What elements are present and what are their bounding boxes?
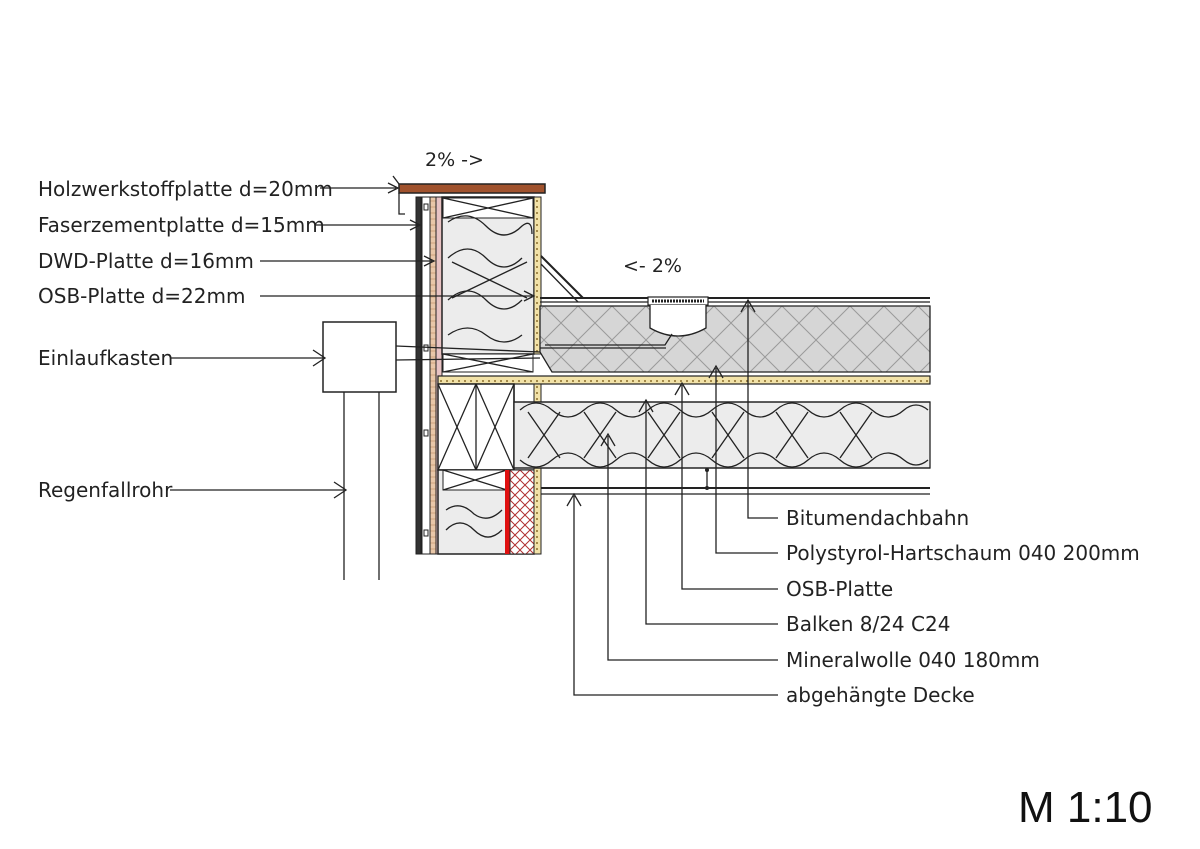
right-leaders <box>566 298 778 696</box>
label-balken: Balken 8/24 C24 <box>786 612 950 636</box>
parapet-cap <box>392 175 546 215</box>
overflow-pipe <box>395 345 541 361</box>
label-polystyrol-hartschaum: Polystyrol-Hartschaum 040 200mm <box>786 541 1140 565</box>
mineralwolle-layer <box>513 401 931 469</box>
left-leaders <box>170 182 536 499</box>
downpipe <box>343 392 380 580</box>
slope-label-roof: <- 2% <box>623 255 682 277</box>
osb-deck <box>437 375 931 385</box>
roof-drain <box>540 296 709 349</box>
label-regenfallrohr: Regenfallrohr <box>38 478 173 502</box>
abgehaengte-decke <box>541 468 930 495</box>
lower-wall <box>437 383 542 555</box>
polystyrol-layer <box>539 255 931 373</box>
label-holzwerkstoffplatte: Holzwerkstoffplatte d=20mm <box>38 177 333 201</box>
label-abgehaengte-decke: abgehängte Decke <box>786 683 975 707</box>
label-osb-platte: OSB-Platte <box>786 577 893 601</box>
label-dwd-platte: DWD-Platte d=16mm <box>38 249 254 273</box>
slope-label-parapet: 2% -> <box>425 149 484 171</box>
label-einlaufkasten: Einlaufkasten <box>38 346 173 370</box>
label-bitumendachbahn: Bitumendachbahn <box>786 506 969 530</box>
scale-label: M 1:10 <box>1018 783 1153 832</box>
einlaufkasten-box <box>322 321 397 393</box>
label-mineralwolle: Mineralwolle 040 180mm <box>786 648 1040 672</box>
parapet-core <box>441 196 542 373</box>
label-osb-platte-22: OSB-Platte d=22mm <box>38 284 245 308</box>
label-faserzementplatte: Faserzementplatte d=15mm <box>38 213 325 237</box>
